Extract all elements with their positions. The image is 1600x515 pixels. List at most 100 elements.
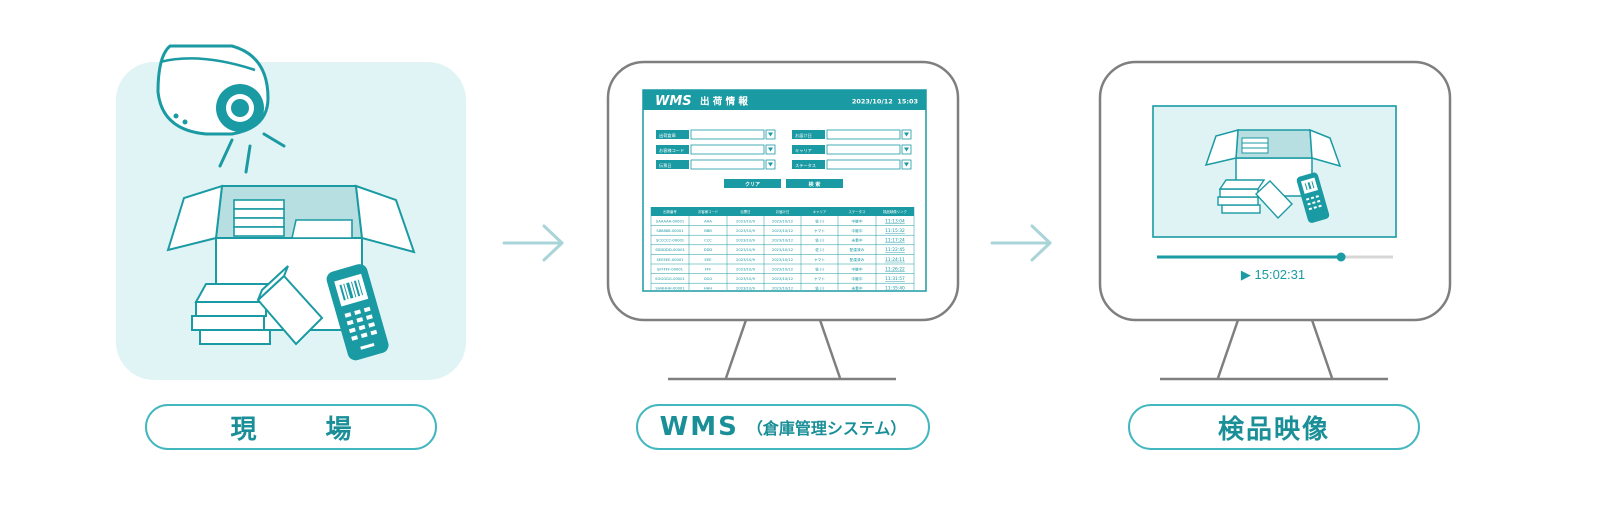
table-cell: AAA <box>704 219 712 223</box>
wms-screen-title: 出 荷 情 報 <box>700 96 748 108</box>
video-link[interactable]: 11:24:11 <box>885 257 905 263</box>
table-cell: 佐 川 <box>815 266 824 271</box>
table-cell: SEEEEE-00001 <box>656 258 683 262</box>
video-monitor: ▶ 15:02:31 <box>1098 60 1452 381</box>
stage-label-wms: WMS （倉庫管理システム） <box>636 404 930 450</box>
table-cell: 2023/10/9 <box>736 229 756 233</box>
table-cell: 2023/10/9 <box>736 267 756 271</box>
table-cell: DDD <box>704 248 713 252</box>
table-cell: 2023/10/9 <box>736 258 756 262</box>
table-cell: ヤマト <box>814 228 825 233</box>
video-link[interactable]: 11:15:32 <box>885 228 905 234</box>
table-cell: 佐 川 <box>815 247 824 252</box>
chevron-down-icon <box>768 147 773 152</box>
table-cell: SCCCCC-00001 <box>656 239 684 243</box>
form-field-input[interactable] <box>826 129 901 140</box>
table-cell: CCC <box>704 239 712 243</box>
form-field-label: 出荷倉庫 <box>659 132 676 139</box>
form-field-label: 伝票日 <box>659 162 672 169</box>
table-cell: 2023/10/9 <box>736 239 756 243</box>
table-cell: SDDDDD-00001 <box>655 248 685 252</box>
video-frame <box>1152 105 1397 238</box>
video-link[interactable]: 11:17:24 <box>885 238 905 244</box>
table-cell: ヤマト <box>814 257 825 262</box>
form-field-label-bg <box>656 145 689 154</box>
search-button[interactable] <box>786 179 843 188</box>
video-timestamp: ▶ 15:02:31 <box>1241 267 1305 282</box>
video-link[interactable]: 11:31:57 <box>885 276 905 282</box>
column-header: キャリア <box>813 209 827 214</box>
arrow-right-icon <box>990 224 1052 262</box>
table-cell: SAAAAA-00001 <box>656 219 684 223</box>
video-link[interactable]: 11:35:40 <box>885 286 905 292</box>
form-field-input[interactable] <box>826 144 901 155</box>
video-seekbar[interactable] <box>1157 252 1393 262</box>
form-field-input[interactable] <box>826 159 901 170</box>
table-cell: BBB <box>704 229 712 233</box>
table-cell: 2023/10/12 <box>772 267 793 271</box>
table-cell: 中継中 <box>851 266 862 271</box>
stage-label-video: 検品映像 <box>1128 404 1420 450</box>
table-cell: 佐 川 <box>815 218 824 223</box>
form-field-input[interactable] <box>690 129 765 140</box>
stage-label-text: WMS <box>659 412 739 442</box>
table-cell: EEE <box>705 258 713 262</box>
button-label: クリア <box>745 181 760 188</box>
form-field-label-bg <box>792 145 825 154</box>
table-cell: 未着中 <box>851 238 862 243</box>
table-cell: 2023/10/12 <box>772 277 793 281</box>
form-field-label: お届け日 <box>795 132 812 139</box>
wms-header-bar <box>643 90 926 110</box>
video-link[interactable]: 11:13:04 <box>885 218 905 224</box>
column-header: お届け日 <box>776 209 790 214</box>
table-cell: 配達済み <box>850 257 865 262</box>
form-field-label-bg <box>792 160 825 169</box>
table-row[interactable]: SEEEEE-00001 EEE 2023/10/9 2023/10/12 ヤマト 配達済… <box>651 257 914 265</box>
chevron-down-icon <box>904 162 909 167</box>
chevron-down-icon <box>904 147 909 152</box>
clear-button[interactable] <box>724 179 781 188</box>
table-cell: 2023/10/12 <box>772 258 793 262</box>
form-field-input[interactable] <box>690 144 765 155</box>
table-cell: GGG <box>704 277 713 281</box>
column-header: 伝票日 <box>740 209 750 214</box>
table-cell: 中継中 <box>851 218 862 223</box>
table-cell: FFF <box>705 267 711 271</box>
stage-label-field: 現 場 <box>145 404 437 450</box>
form-field-label: お客様コード <box>659 147 684 154</box>
table-cell: 2023/10/12 <box>772 239 793 243</box>
table-cell: 2023/10/9 <box>736 248 756 252</box>
form-field-label-bg <box>792 130 825 139</box>
parcels-icon <box>191 265 324 346</box>
chevron-down-icon <box>768 162 773 167</box>
wms-monitor: WMS 出 荷 情 報 2023/10/12 15:03 出荷倉庫お客様コード伝… <box>606 60 960 381</box>
wms-datetime: 2023/10/12 15:03 <box>852 98 918 106</box>
form-field-label-bg <box>656 160 689 169</box>
chevron-down-icon <box>904 132 909 137</box>
column-header: お客様コード <box>698 209 718 214</box>
barcode-scanner-icon <box>326 264 389 361</box>
table-cell: 佐 川 <box>815 238 824 243</box>
form-field-label: キャリア <box>795 148 812 154</box>
table-cell: 中継中 <box>851 276 862 281</box>
seekbar-knob[interactable] <box>1336 252 1346 262</box>
video-link[interactable]: 11:26:22 <box>885 266 905 272</box>
table-header <box>651 207 914 216</box>
video-link[interactable]: 11:22:45 <box>885 247 905 253</box>
arrow-right-icon <box>502 224 564 262</box>
table-row[interactable]: SCCCCC-00001 CCC 2023/10/9 2023/10/12 佐 川 未着中… <box>651 238 914 246</box>
form-field-input[interactable] <box>690 159 765 170</box>
wms-logo: WMS <box>655 94 692 109</box>
table-cell: 2023/10/9 <box>736 277 756 281</box>
table-cell: 2023/10/12 <box>772 229 793 233</box>
table-cell: 配達済み <box>850 247 865 252</box>
table-cell: SHHHHH-00001 <box>655 287 684 291</box>
table-cell: 未着中 <box>851 286 862 291</box>
